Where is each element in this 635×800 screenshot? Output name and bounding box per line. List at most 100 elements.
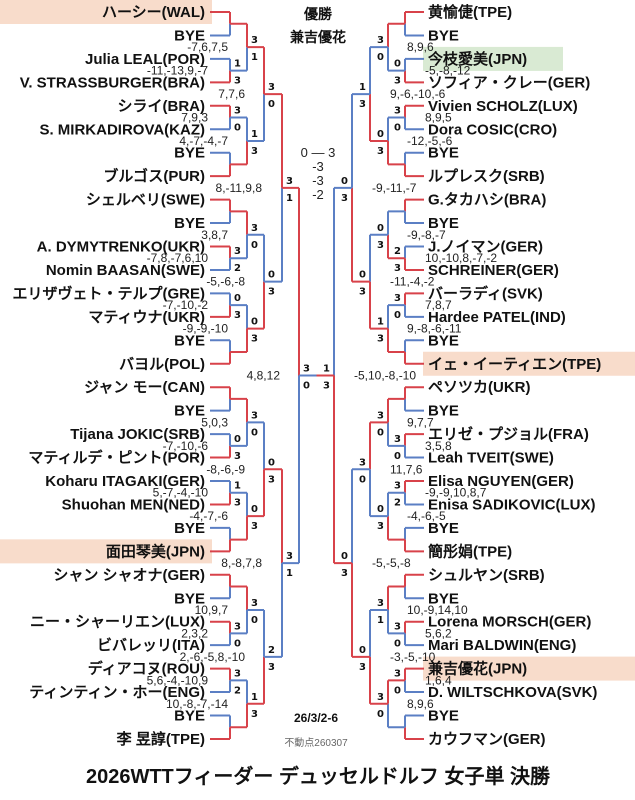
bye-slot: BYE (174, 708, 205, 725)
match-score-top: 1 (359, 82, 366, 93)
player-name: Mari BALDWIN(ENG) (428, 637, 576, 654)
player-name: ソフィア・クレー(GER) (428, 74, 590, 91)
match-score-top: 3 (377, 598, 384, 609)
player-name: バヨル(POL) (119, 356, 205, 373)
player-name: Hardee PATEL(IND) (428, 309, 566, 326)
match-score-bottom: 3 (268, 662, 275, 673)
match-score-top: 3 (394, 434, 401, 445)
game-scores: -3,-5,-10 (390, 650, 436, 664)
game-scores: 5,6,-4,-10,9 (147, 673, 209, 687)
game-scores: 3,5,8 (425, 439, 452, 453)
player-name: SCHREINER(GER) (428, 262, 559, 279)
match-score-bottom: 2 (234, 685, 241, 696)
bracket-lines (210, 11, 424, 740)
player-highlight (423, 351, 635, 376)
match-score-bottom: 0 (359, 474, 366, 485)
match-score-bottom: 0 (394, 685, 401, 696)
match-score-top: 1 (234, 481, 241, 492)
game-scores: 4,8,12 (247, 368, 281, 382)
player-highlight (423, 656, 635, 681)
player-name: ティンティン・ホー(ENG) (29, 684, 205, 701)
player-name: イェ・イーティエン(TPE) (428, 356, 601, 373)
bye-slot: BYE (174, 145, 205, 162)
match-score-bottom: 3 (251, 334, 258, 345)
game-scores: 10,9,7 (195, 603, 229, 617)
match-score-bottom: 3 (359, 287, 366, 298)
match-score-bottom: 3 (251, 146, 258, 157)
match-score-bottom: 3 (251, 521, 258, 532)
bye-slot: BYE (174, 520, 205, 537)
match-score-bottom: 3 (377, 146, 384, 157)
game-scores: 7,7,6 (218, 87, 245, 101)
match-score-bottom: 3 (359, 99, 366, 110)
match-score-bottom: 0 (377, 427, 384, 438)
player-name: エリゼ・プジョル(FRA) (428, 425, 589, 443)
bye-slot: BYE (428, 215, 459, 232)
match-score-top: 0 (234, 434, 241, 445)
game-scores: -9,-9,10,8,7 (425, 486, 487, 500)
match-score-bottom: 0 (377, 709, 384, 720)
bye-slot: BYE (174, 27, 205, 44)
match-score-bottom: 3 (234, 76, 241, 87)
match-score-bottom: 0 (394, 123, 401, 134)
match-score-top: 3 (377, 35, 384, 46)
match-score-bottom: 0 (394, 638, 401, 649)
match-score-top: 1 (377, 317, 384, 328)
match-score-top: 1 (251, 692, 258, 703)
match-score-bottom: 0 (377, 52, 384, 63)
player-name: 李 昱諄(TPE) (116, 730, 205, 748)
match-score-bottom: 3 (377, 240, 384, 251)
match-score-top: 3 (234, 621, 241, 632)
match-score-top: 3 (234, 668, 241, 679)
player-highlight (0, 0, 212, 24)
player-highlight (0, 539, 212, 564)
game-scores: 5,0,3 (201, 415, 228, 429)
game-scores: -9,-9,-10 (183, 322, 229, 336)
match-score-top: 3 (377, 410, 384, 421)
bye-slot: BYE (174, 332, 205, 349)
player-name: Tijana JOKIC(SRB) (70, 426, 205, 443)
game-scores: 8,-8,7,8 (221, 556, 262, 570)
match-score-top: 3 (377, 692, 384, 703)
match-score-bottom: 3 (234, 310, 241, 321)
game-scores: -11,-13,9,-7 (147, 64, 208, 78)
champion-label: 優勝 (303, 6, 333, 22)
match-score-bottom: 0 (394, 451, 401, 462)
match-score-bottom: 3 (377, 521, 384, 532)
player-name: ディアコヌ(ROU) (88, 660, 205, 678)
player-name: マティウナ(UKR) (88, 309, 205, 326)
match-score-bottom: 0 (394, 310, 401, 321)
match-score-top: 2 (394, 246, 401, 257)
game-scores: 8,9,6 (407, 40, 434, 54)
game-scores: -4,-7,-6 (189, 509, 228, 523)
player-name: ハーシー(WAL) (102, 4, 205, 21)
game-scores: -9,-8,-7 (407, 228, 446, 242)
bye-slot: BYE (428, 520, 459, 537)
match-score-bottom: 3 (234, 498, 241, 509)
game-scores: -7,-10,-6 (163, 439, 209, 453)
match-score-top: 3 (251, 223, 258, 234)
bye-slot: BYE (428, 590, 459, 607)
match-score-top: 1 (234, 59, 241, 70)
bye-slot: BYE (428, 332, 459, 349)
player-name: Nomin BAASAN(SWE) (46, 262, 205, 279)
game-scores: 9,-8,-6,-11 (407, 322, 462, 336)
game-scores: 2,-6,-5,8,-10 (180, 650, 246, 664)
game-scores: -12,-5,-6 (407, 134, 453, 148)
match-score-top: 0 (251, 317, 258, 328)
final-score: 0 — 3 (301, 145, 336, 160)
match-score-bottom: 0 (251, 615, 258, 626)
player-name: Shuohan MEN(NED) (62, 496, 205, 513)
match-score-bottom: 2 (234, 263, 241, 274)
game-scores: 7,9,3 (181, 111, 208, 125)
player-name: バーラディ(SVK) (428, 284, 543, 302)
match-score-bottom: 1 (286, 568, 293, 579)
match-score-bottom: 0 (234, 123, 241, 134)
tournament-date: 26/3/2-6 (294, 711, 338, 725)
match-score-top: 0 (359, 645, 366, 656)
match-score-top: 0 (394, 59, 401, 70)
match-score-top: 3 (268, 82, 275, 93)
match-score-top: 3 (394, 106, 401, 117)
match-score-bottom: 3 (394, 263, 401, 274)
